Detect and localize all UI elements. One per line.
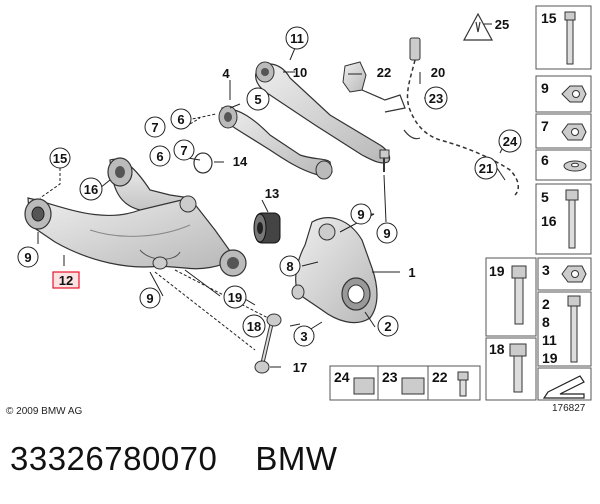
svg-text:3: 3 [300, 329, 307, 344]
svg-text:2: 2 [542, 296, 550, 312]
svg-text:12: 12 [59, 273, 73, 288]
callout-23: 23 [424, 86, 448, 110]
callouts: 11 5 7 6 6 7 16 15 9 9 19 18 3 2 8 9 9 2… [17, 26, 522, 347]
callout-18: 18 [242, 314, 266, 338]
lower-control-arm [24, 157, 247, 277]
svg-text:5: 5 [254, 92, 261, 107]
wear-sensor-cable [403, 37, 520, 196]
brand-name: BMW [255, 440, 338, 477]
plain-labels: 4 10 14 13 1 17 22 20 25 [222, 17, 509, 375]
svg-text:16: 16 [541, 213, 557, 229]
callout-9c: 9 [350, 203, 372, 225]
callout-8: 8 [279, 255, 301, 277]
svg-text:15: 15 [541, 10, 557, 26]
label-14: 14 [233, 154, 248, 169]
callout-19: 19 [223, 285, 247, 309]
svg-text:15: 15 [53, 151, 67, 166]
svg-text:2: 2 [384, 319, 391, 334]
parts-diagram: 11 5 7 6 6 7 16 15 9 9 19 18 3 2 8 9 9 2… [17, 5, 592, 401]
svg-text:5: 5 [541, 189, 549, 205]
callout-7a: 7 [144, 116, 166, 138]
side-parts-panel: 15 9 7 6 5 16 19 3 18 2 8 11 [485, 5, 592, 401]
upper-control-arm [218, 105, 333, 180]
svg-text:11: 11 [542, 332, 557, 348]
svg-text:22: 22 [432, 369, 448, 385]
svg-text:19: 19 [542, 350, 558, 366]
o-ring [193, 152, 213, 174]
callout-7b: 7 [173, 139, 195, 161]
callout-15: 15 [49, 147, 71, 169]
svg-text:19: 19 [489, 263, 505, 279]
drawing-number: 176827 [552, 403, 586, 414]
leader-lines [37, 23, 506, 368]
callout-9a: 9 [17, 246, 39, 268]
callout-9d: 9 [376, 222, 398, 244]
warning-plug-icon [462, 12, 494, 41]
svg-text:7: 7 [541, 118, 549, 134]
svg-text:8: 8 [542, 314, 550, 330]
callout-3: 3 [293, 325, 315, 347]
svg-text:6: 6 [177, 112, 184, 127]
svg-text:3: 3 [542, 262, 550, 278]
svg-text:9: 9 [146, 291, 153, 306]
svg-text:19: 19 [228, 290, 242, 305]
svg-text:9: 9 [383, 226, 390, 241]
label-10: 10 [293, 65, 307, 80]
svg-text:24: 24 [334, 369, 350, 385]
svg-text:9: 9 [24, 250, 31, 265]
svg-text:9: 9 [357, 207, 364, 222]
svg-text:7: 7 [151, 120, 158, 135]
callout-9b: 9 [139, 287, 161, 309]
svg-text:18: 18 [247, 319, 261, 334]
svg-text:24: 24 [503, 134, 518, 149]
svg-text:6: 6 [541, 152, 549, 168]
label-4: 4 [222, 66, 230, 81]
copyright-text: © 2009 BMW AG [6, 406, 83, 417]
tension-strut [255, 61, 391, 172]
part-number: 33326780070 [10, 440, 218, 477]
label-13: 13 [265, 186, 279, 201]
callout-6b: 6 [149, 145, 171, 167]
svg-text:6: 6 [156, 149, 163, 164]
svg-text:21: 21 [479, 161, 493, 176]
wheel-carrier [291, 217, 378, 324]
highlight-label-12: 12 [52, 271, 80, 289]
label-25: 25 [495, 17, 509, 32]
bracket-part [342, 61, 406, 113]
rubber-mount [253, 212, 281, 244]
svg-text:18: 18 [489, 341, 505, 357]
svg-text:11: 11 [290, 31, 304, 46]
callout-2: 2 [377, 315, 399, 337]
label-20: 20 [431, 65, 445, 80]
callout-21: 21 [474, 156, 498, 180]
label-17: 17 [293, 360, 307, 375]
svg-text:8: 8 [286, 259, 293, 274]
callout-16: 16 [79, 177, 103, 201]
callout-6a: 6 [170, 108, 192, 130]
bottom-parts-strip: 24 23 22 [329, 365, 481, 401]
label-1: 1 [408, 265, 415, 280]
svg-text:23: 23 [429, 91, 443, 106]
callout-24: 24 [498, 129, 522, 153]
part-caption: 33326780070 BMW [10, 440, 338, 478]
svg-text:16: 16 [84, 182, 98, 197]
callout-11: 11 [285, 26, 309, 50]
svg-text:7: 7 [180, 143, 187, 158]
link-rod [254, 313, 282, 374]
label-22: 22 [377, 65, 391, 80]
callout-5: 5 [246, 87, 270, 111]
svg-text:9: 9 [541, 80, 549, 96]
svg-text:23: 23 [382, 369, 398, 385]
